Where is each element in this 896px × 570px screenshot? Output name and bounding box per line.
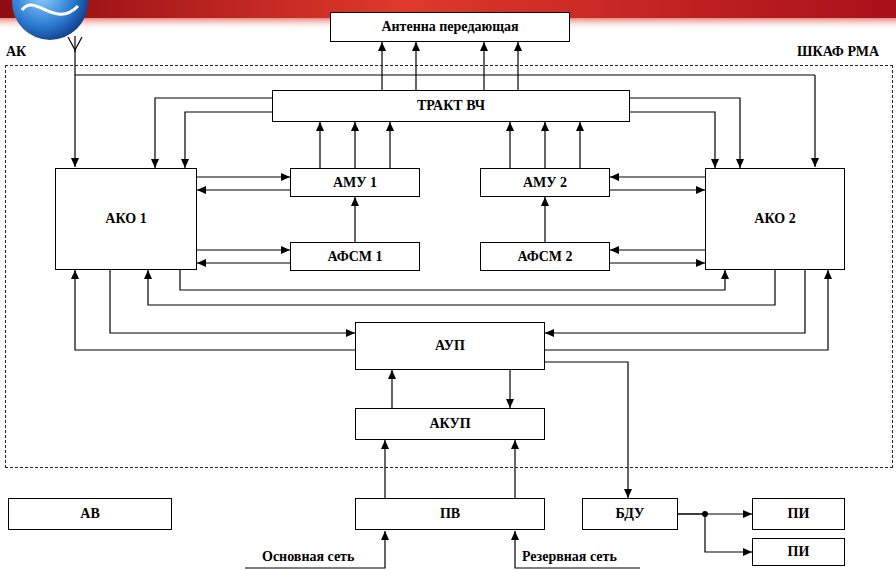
signal-arrow: [354, 197, 355, 242]
signal-arrow: [514, 440, 515, 498]
signal-arrow: [384, 440, 385, 498]
unit-name: АКУП: [429, 416, 470, 432]
signal-arrow: [630, 112, 715, 168]
unit-name: ПИ: [788, 506, 810, 522]
unit-box: АФСМ 1: [290, 242, 420, 271]
signal-arrow: [545, 270, 828, 350]
signal-arrow: [389, 122, 390, 168]
unit-name: АМУ 1: [333, 175, 377, 191]
unit-box: ПВ: [355, 498, 545, 530]
signal-arrow: [483, 42, 484, 90]
signal-arrow: [610, 262, 705, 263]
signal-arrow: [197, 249, 290, 250]
unit-name: АКО 1: [105, 211, 146, 227]
signal-arrow: [197, 189, 290, 190]
signal-arrow: [678, 514, 752, 552]
unit-name: АУП: [435, 338, 465, 354]
signal-arrow: [610, 249, 705, 250]
unit-box: АМУ 1: [290, 168, 420, 197]
signal-arrow: [197, 262, 290, 263]
unit-name: БДУ: [616, 506, 645, 522]
signal-arrow: [517, 42, 518, 90]
signal-arrow: [545, 270, 805, 333]
control-antenna: [68, 36, 815, 167]
mains-feed: [245, 531, 640, 568]
unit-name: АФСМ 2: [517, 249, 572, 265]
signal-arrow: [509, 370, 510, 408]
cabinet-title: ШКАФ РМА: [797, 44, 879, 60]
unit-name: АМУ 2: [523, 175, 567, 191]
signal-arrow: [197, 176, 290, 177]
logo-globe: [12, 0, 88, 40]
signal-arrow: [110, 270, 355, 333]
signal-arrow: [544, 197, 545, 242]
unit-box: АВ: [8, 498, 172, 530]
signal-arrow: [544, 122, 545, 168]
signal-arrow: [185, 112, 272, 168]
unit-box: БДУ: [582, 498, 678, 530]
signal-arrow: [610, 176, 705, 177]
unit-box: АМУ 2: [480, 168, 610, 197]
antenna-label: АК: [6, 44, 26, 60]
signal-arrow: [148, 270, 775, 305]
unit-name: АФСМ 1: [327, 249, 382, 265]
unit-name: ТРАКТ ВЧ: [417, 98, 485, 114]
signal-arrow: [319, 122, 320, 168]
unit-name: ПИ: [788, 544, 810, 560]
signal-arrow: [155, 98, 272, 168]
logo-swirl: [22, 5, 78, 14]
signal-arrow: [180, 270, 725, 290]
unit-box: АФСМ 2: [480, 242, 610, 271]
signal-arrow: [354, 122, 355, 168]
unit-box: АУП: [355, 322, 545, 370]
unit-name: Антенна передающая: [381, 19, 518, 35]
signal-arrow: [415, 42, 416, 90]
signal-arrow: [579, 122, 580, 168]
indicator-box: ПИ: [752, 498, 845, 530]
mains-label: Резервная сеть: [522, 549, 617, 565]
rf-path-box: ТРАКТ ВЧ: [272, 90, 630, 122]
signal-arrow: [75, 270, 355, 350]
signal-arrow: [545, 362, 628, 498]
unit-box: АКУП: [355, 408, 545, 440]
unit-name: ПВ: [440, 506, 460, 522]
signal-arrow: [391, 370, 392, 408]
signal-arrow: [630, 98, 740, 168]
indicator-box: ПИ: [752, 538, 845, 566]
unit-name: АВ: [80, 506, 99, 522]
antenna-box: Антенна передающая: [330, 12, 570, 42]
mains-label: Основная сеть: [262, 549, 354, 565]
signal-arrow: [509, 122, 510, 168]
unit-name: АКО 2: [754, 211, 795, 227]
signal-arrow: [610, 189, 705, 190]
unit-box: АКО 1: [55, 168, 197, 270]
cabinet-outline: ШКАФ РМАТРАКТ ВЧАКО 1АМУ 1АМУ 2АКО 2АФСМ…: [5, 65, 893, 468]
unit-box: АКО 2: [705, 168, 845, 270]
signal-arrow: [381, 42, 382, 90]
